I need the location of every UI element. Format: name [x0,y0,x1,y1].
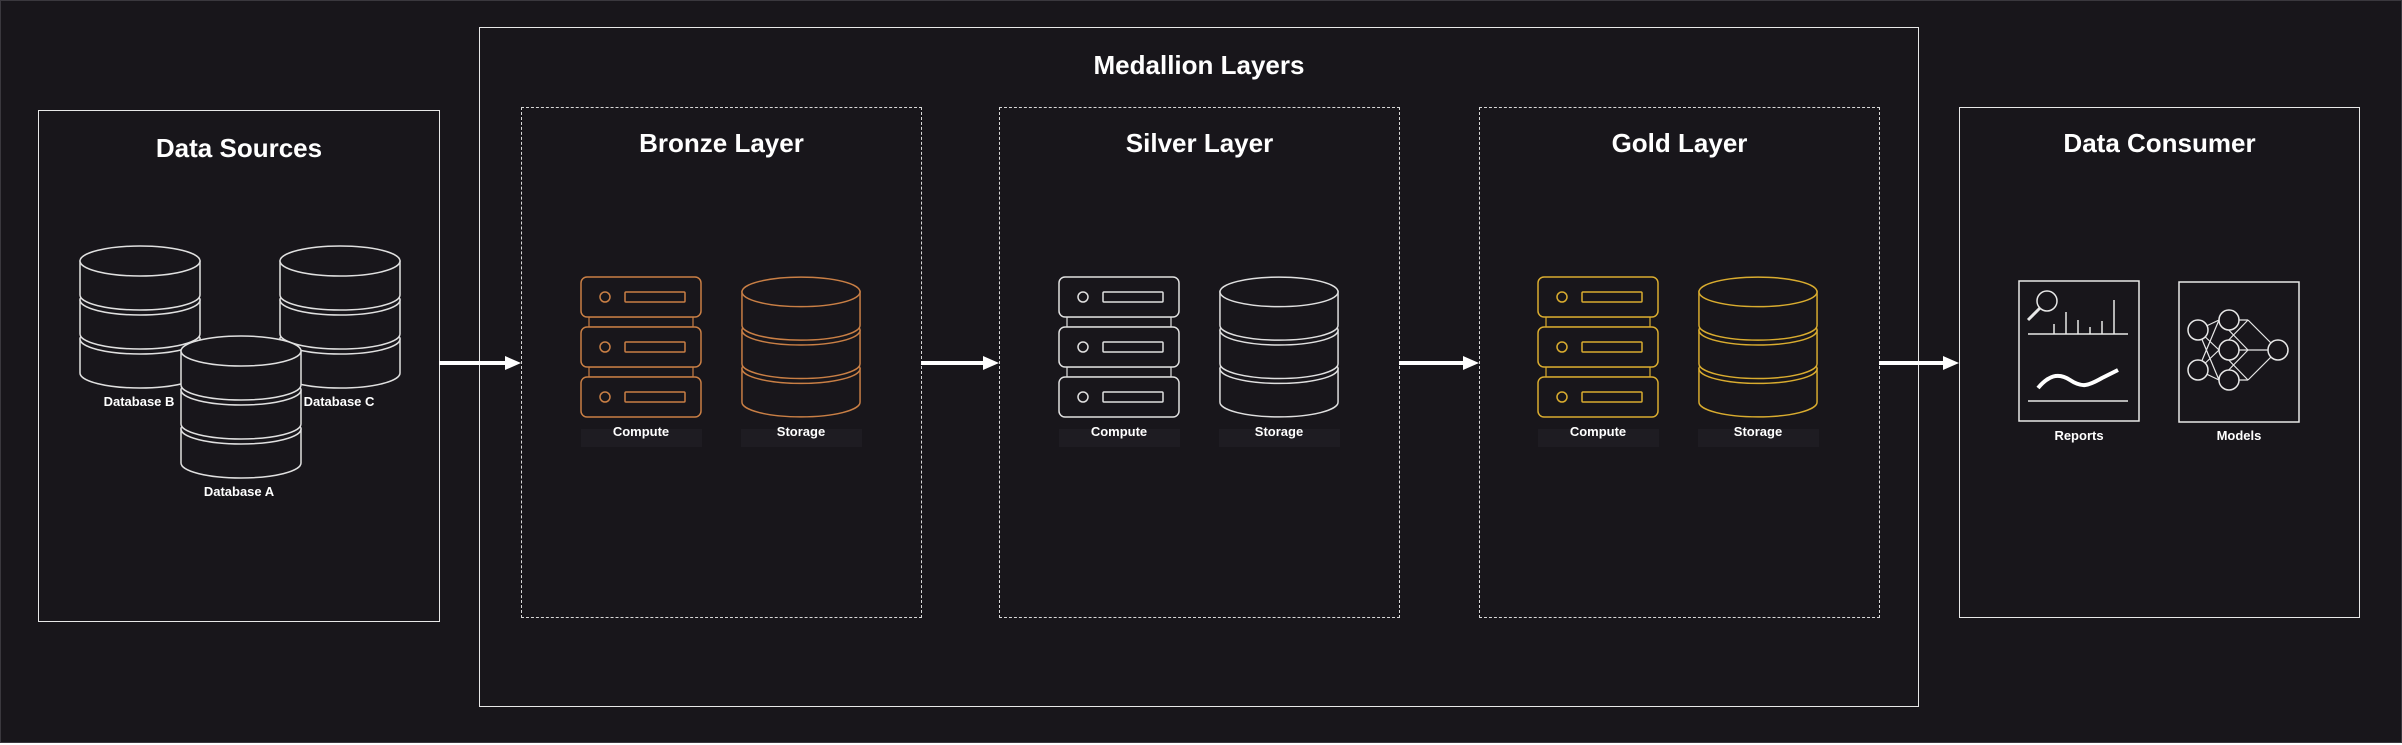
medallion-layers-title: Medallion Layers [1093,50,1305,80]
bronze-compute-label: Compute [612,424,670,439]
medallion-layers-panel: Medallion Layers [479,27,1919,707]
database-b-label: Database B [103,394,175,409]
data-sources-panel: Data Sources [38,110,440,622]
arrow-right-icon [921,356,999,370]
arrow-right-icon [1399,356,1479,370]
silver-storage-label: Storage [1254,424,1304,439]
bronze-storage-label: Storage [776,424,826,439]
gold-storage-label: Storage [1733,424,1783,439]
models-label: Models [2216,428,2262,443]
arrow-right-icon [1879,356,1959,370]
silver-compute-server-icon [1058,276,1180,418]
silver-layer-panel: Silver Layer [999,107,1400,618]
bronze-layer-title: Bronze Layer [639,128,804,158]
database-a-label: Database A [203,484,275,499]
database-a-icon [180,335,302,479]
data-sources-title: Data Sources [155,133,323,163]
report-icon [2018,280,2140,422]
data-consumer-panel: Data Consumer [1959,107,2360,618]
silver-layer-title: Silver Layer [1125,128,1274,158]
data-consumer-title: Data Consumer [2063,128,2256,158]
gold-compute-server-icon [1537,276,1659,418]
reports-label: Reports [2054,428,2104,443]
gold-storage-database-icon [1698,276,1818,418]
database-c-label: Database C [303,394,375,409]
bronze-compute-server-icon [580,276,702,418]
database-c-icon [279,245,401,389]
neural-network-icon [2178,281,2300,423]
bronze-storage-database-icon [741,276,861,418]
silver-compute-label: Compute [1090,424,1148,439]
gold-compute-label: Compute [1569,424,1627,439]
gold-layer-title: Gold Layer [1611,128,1748,158]
silver-storage-database-icon [1219,276,1339,418]
database-b-icon [79,245,201,389]
arrow-right-icon [439,356,521,370]
